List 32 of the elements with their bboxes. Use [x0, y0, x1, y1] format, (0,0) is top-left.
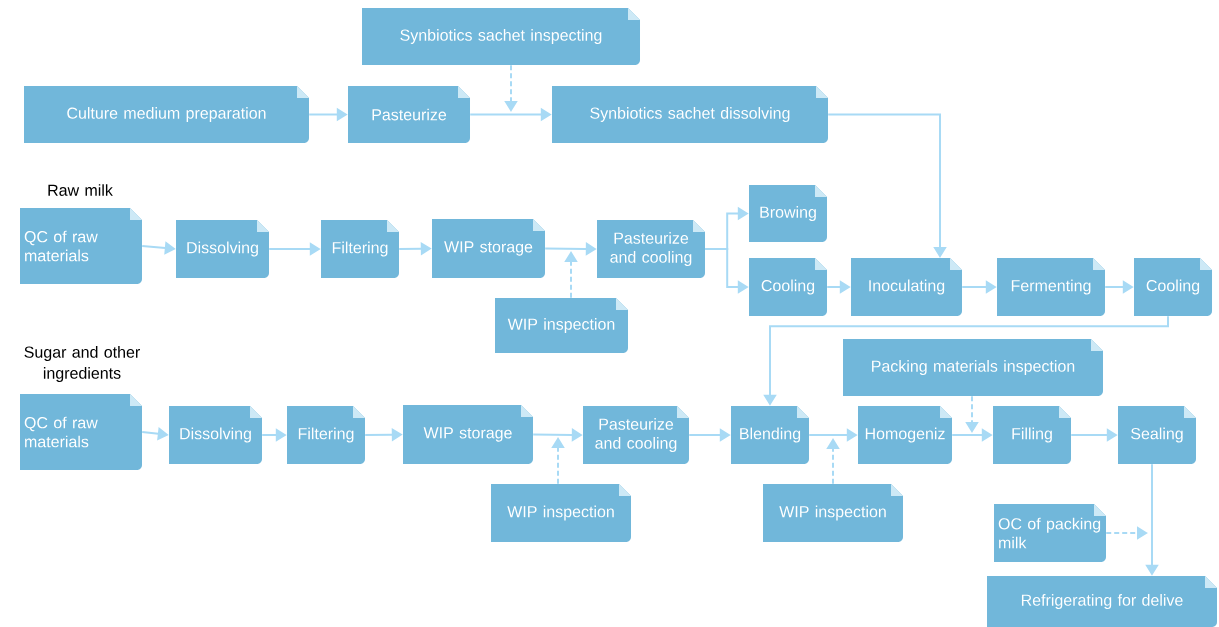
process-box: Culture medium preparation: [24, 86, 309, 143]
process-box: Browing: [749, 185, 827, 242]
process-box: Blending: [731, 406, 809, 464]
process-box: WIP storage: [432, 219, 545, 278]
process-box: Pasteurize: [348, 86, 470, 143]
process-box: Refrigerating for delive: [987, 576, 1217, 627]
process-box: Pasteurize and cooling: [583, 406, 689, 464]
process-box: Filtering: [287, 406, 365, 464]
process-box: QC of raw materials: [20, 394, 142, 470]
process-box: Filling: [993, 406, 1071, 464]
process-box: Dissolving: [169, 406, 262, 464]
process-box: Cooling: [1134, 258, 1212, 316]
process-box: Synbiotics sachet inspecting: [362, 8, 640, 65]
process-box: Cooling: [749, 258, 827, 316]
process-box: Homogeniz: [858, 406, 952, 464]
process-box: Dissolving: [176, 220, 269, 278]
process-box: WIP inspection: [491, 484, 631, 542]
process-box: Packing materials inspection: [843, 339, 1103, 396]
process-box: QC of raw materials: [20, 208, 142, 284]
process-box: WIP inspection: [763, 484, 903, 542]
input-label: Raw milk: [48, 184, 113, 196]
process-box: Pasteurize and cooling: [597, 220, 705, 278]
process-box: OC of packing milk: [994, 504, 1106, 562]
process-box: Sealing: [1118, 406, 1196, 464]
process-box: WIP storage: [403, 405, 533, 464]
process-box: WIP inspection: [495, 298, 628, 353]
process-box: Filtering: [321, 220, 399, 278]
process-box: Inoculating: [851, 258, 962, 316]
arrow: [827, 113, 947, 258]
process-box: Fermenting: [997, 258, 1105, 316]
input-label: Sugar and other ingredients: [24, 346, 140, 382]
process-box: Synbiotics sachet dissolving: [552, 86, 828, 143]
